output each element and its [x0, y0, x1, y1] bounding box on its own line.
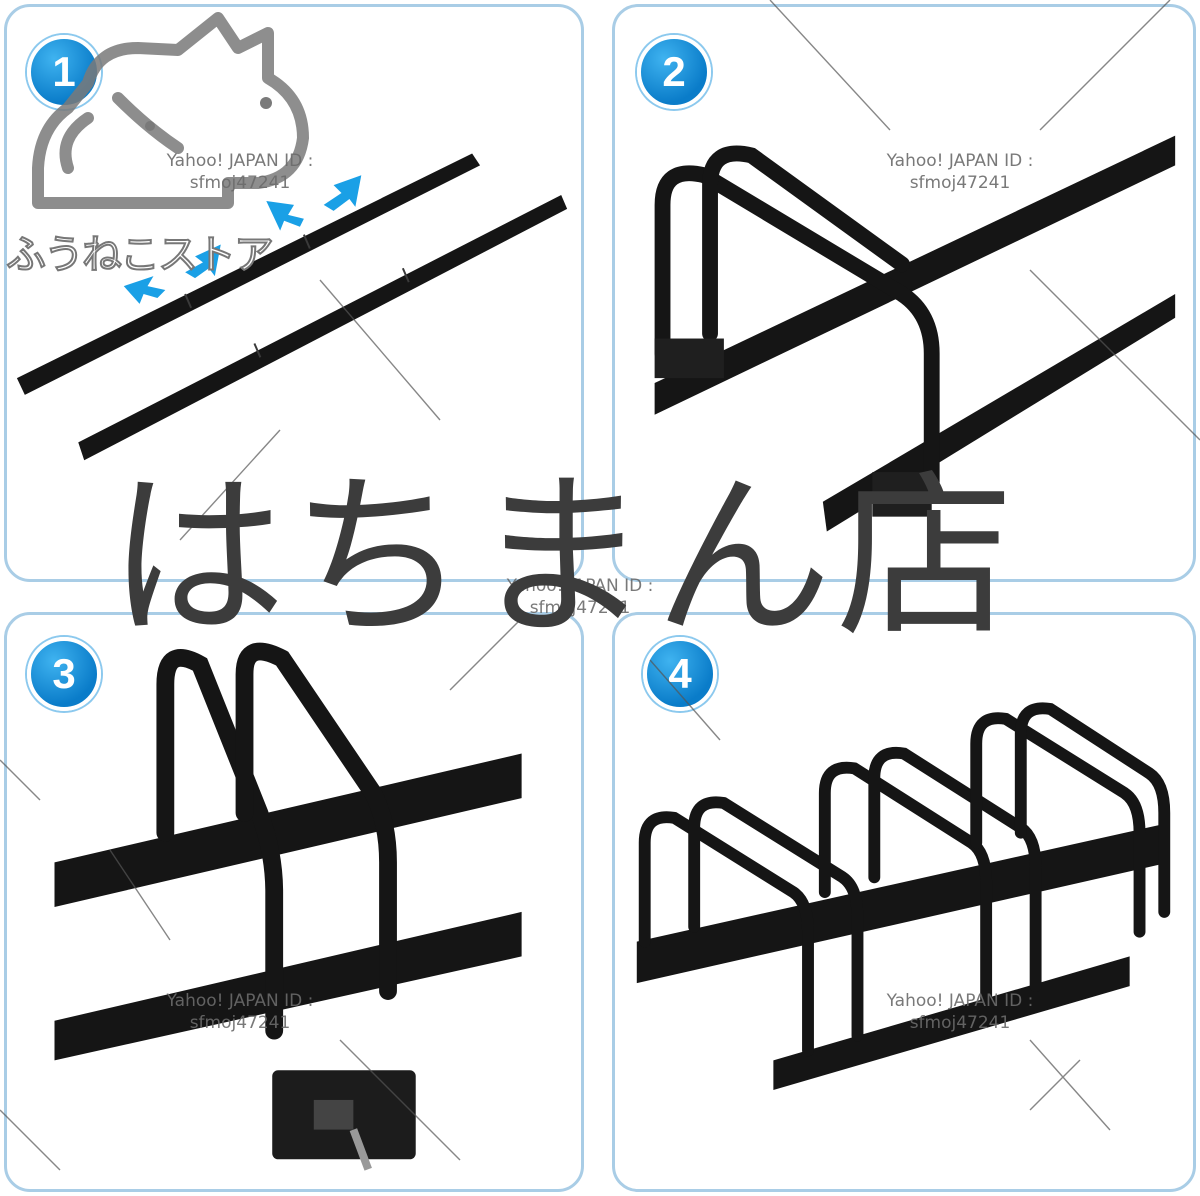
rail-top [16, 153, 481, 395]
yahoo-id-watermark: Yahoo! JAPAN ID : sfmoj47241 [850, 150, 1070, 194]
watermark-line1: Yahoo! JAPAN ID : [506, 576, 654, 596]
step-3-panel: 3 [4, 612, 584, 1192]
brand-watermark-text: ふうねこストア [5, 231, 275, 279]
watermark-line1: Yahoo! JAPAN ID : [166, 991, 314, 1011]
rail-bottom [54, 911, 522, 1061]
watermark-line1: Yahoo! JAPAN ID : [886, 991, 1034, 1011]
clamp-closeup-illustration [54, 642, 522, 1171]
watermark-line2: sfmoj47241 [909, 1013, 1011, 1033]
watermark-line2: sfmoj47241 [189, 1013, 291, 1033]
watermark-line1: Yahoo! JAPAN ID : [886, 151, 1034, 171]
watermark-line1: Yahoo! JAPAN ID : [166, 151, 314, 171]
watermark-line2: sfmoj47241 [189, 173, 291, 193]
rail-top [654, 135, 1176, 415]
yahoo-id-watermark: Yahoo! JAPAN ID : sfmoj47241 [470, 575, 690, 619]
step-3-badge: 3 [27, 637, 101, 711]
completed-rack-illustration [636, 702, 1171, 1091]
rail-top [54, 753, 522, 907]
rail-bottom [773, 956, 1130, 1091]
yahoo-id-watermark: Yahoo! JAPAN ID : sfmoj47241 [850, 990, 1070, 1034]
assembly-arrow-icon [123, 175, 362, 304]
store-name-watermark: はちまん店 [108, 454, 1018, 661]
loop-front [654, 165, 940, 490]
step-2-badge: 2 [637, 35, 711, 109]
watermark-line2: sfmoj47241 [529, 598, 631, 618]
yahoo-id-watermark: Yahoo! JAPAN ID : sfmoj47241 [130, 990, 350, 1034]
loop-right [235, 642, 397, 1000]
watermark-line2: sfmoj47241 [909, 173, 1011, 193]
cat-logo-icon [32, 12, 309, 209]
step-4-panel: 4 [612, 612, 1196, 1192]
loop-left [156, 649, 284, 1040]
yahoo-id-watermark: Yahoo! JAPAN ID : sfmoj47241 [130, 150, 350, 194]
